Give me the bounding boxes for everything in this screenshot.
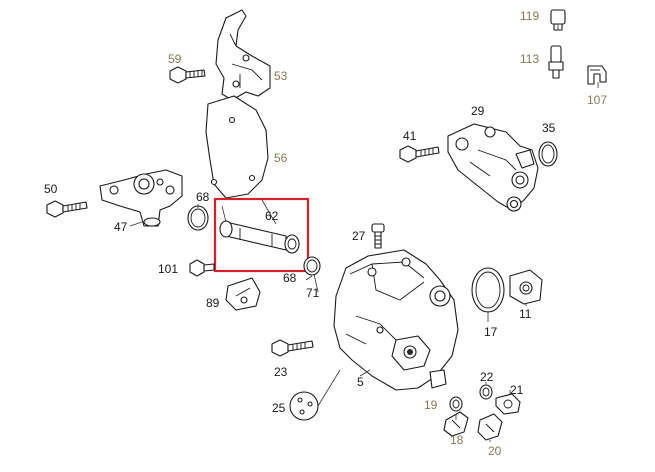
part-47-flange [99, 169, 183, 227]
part-21-fitting [495, 393, 521, 415]
label-71: 71 [306, 286, 320, 300]
part-41-bolt [399, 145, 440, 163]
part-68-oring-left [187, 205, 209, 231]
part-22-washer [479, 384, 493, 400]
label-18: 18 [450, 433, 464, 447]
label-23: 23 [274, 365, 288, 379]
part-59-bolt [169, 66, 206, 84]
label-113: 113 [520, 52, 539, 66]
label-68-right: 68 [283, 271, 297, 285]
label-25: 25 [272, 401, 286, 415]
label-29: 29 [471, 104, 485, 118]
label-53: 53 [274, 69, 288, 83]
label-89: 89 [206, 296, 220, 310]
part-62-pipe [213, 197, 310, 273]
label-107: 107 [587, 93, 607, 107]
part-27-screw [371, 223, 385, 249]
part-101-bolt [189, 259, 215, 277]
label-119: 119 [520, 9, 539, 23]
label-35: 35 [542, 121, 556, 135]
label-17: 17 [484, 325, 498, 339]
part-53-bracket [215, 9, 271, 101]
label-56: 56 [274, 151, 288, 165]
label-59: 59 [168, 52, 182, 66]
label-11: 11 [519, 307, 532, 321]
part-35-oring [538, 141, 558, 167]
part-18-sensor [443, 411, 469, 437]
highlight-box [213, 197, 310, 273]
label-19: 19 [424, 398, 438, 412]
label-5: 5 [357, 375, 364, 389]
part-107-clip [587, 65, 607, 85]
label-68-left: 68 [196, 190, 210, 204]
label-21: 21 [510, 383, 524, 397]
label-27: 27 [352, 229, 366, 243]
part-50-bolt [46, 200, 88, 218]
part-56-gasket [205, 95, 269, 199]
label-20: 20 [488, 444, 502, 458]
part-17-oring [471, 267, 505, 313]
label-50: 50 [44, 182, 58, 196]
label-101: 101 [158, 262, 178, 276]
label-62: 62 [265, 209, 279, 223]
part-19-washer [449, 396, 463, 412]
part-89-bracket [225, 277, 261, 311]
part-29-housing [447, 123, 539, 212]
label-22: 22 [480, 370, 494, 384]
part-11-flange [509, 269, 543, 305]
part-23-bolt [271, 339, 314, 357]
part-20-sensor [477, 413, 503, 441]
leader-lines [129, 24, 599, 442]
part-68-oring-right [303, 256, 321, 276]
label-47: 47 [114, 220, 128, 234]
label-41: 41 [403, 129, 417, 143]
part-25-plate [289, 391, 319, 421]
part-5-pump [333, 249, 459, 391]
part-113-valve [548, 45, 564, 79]
